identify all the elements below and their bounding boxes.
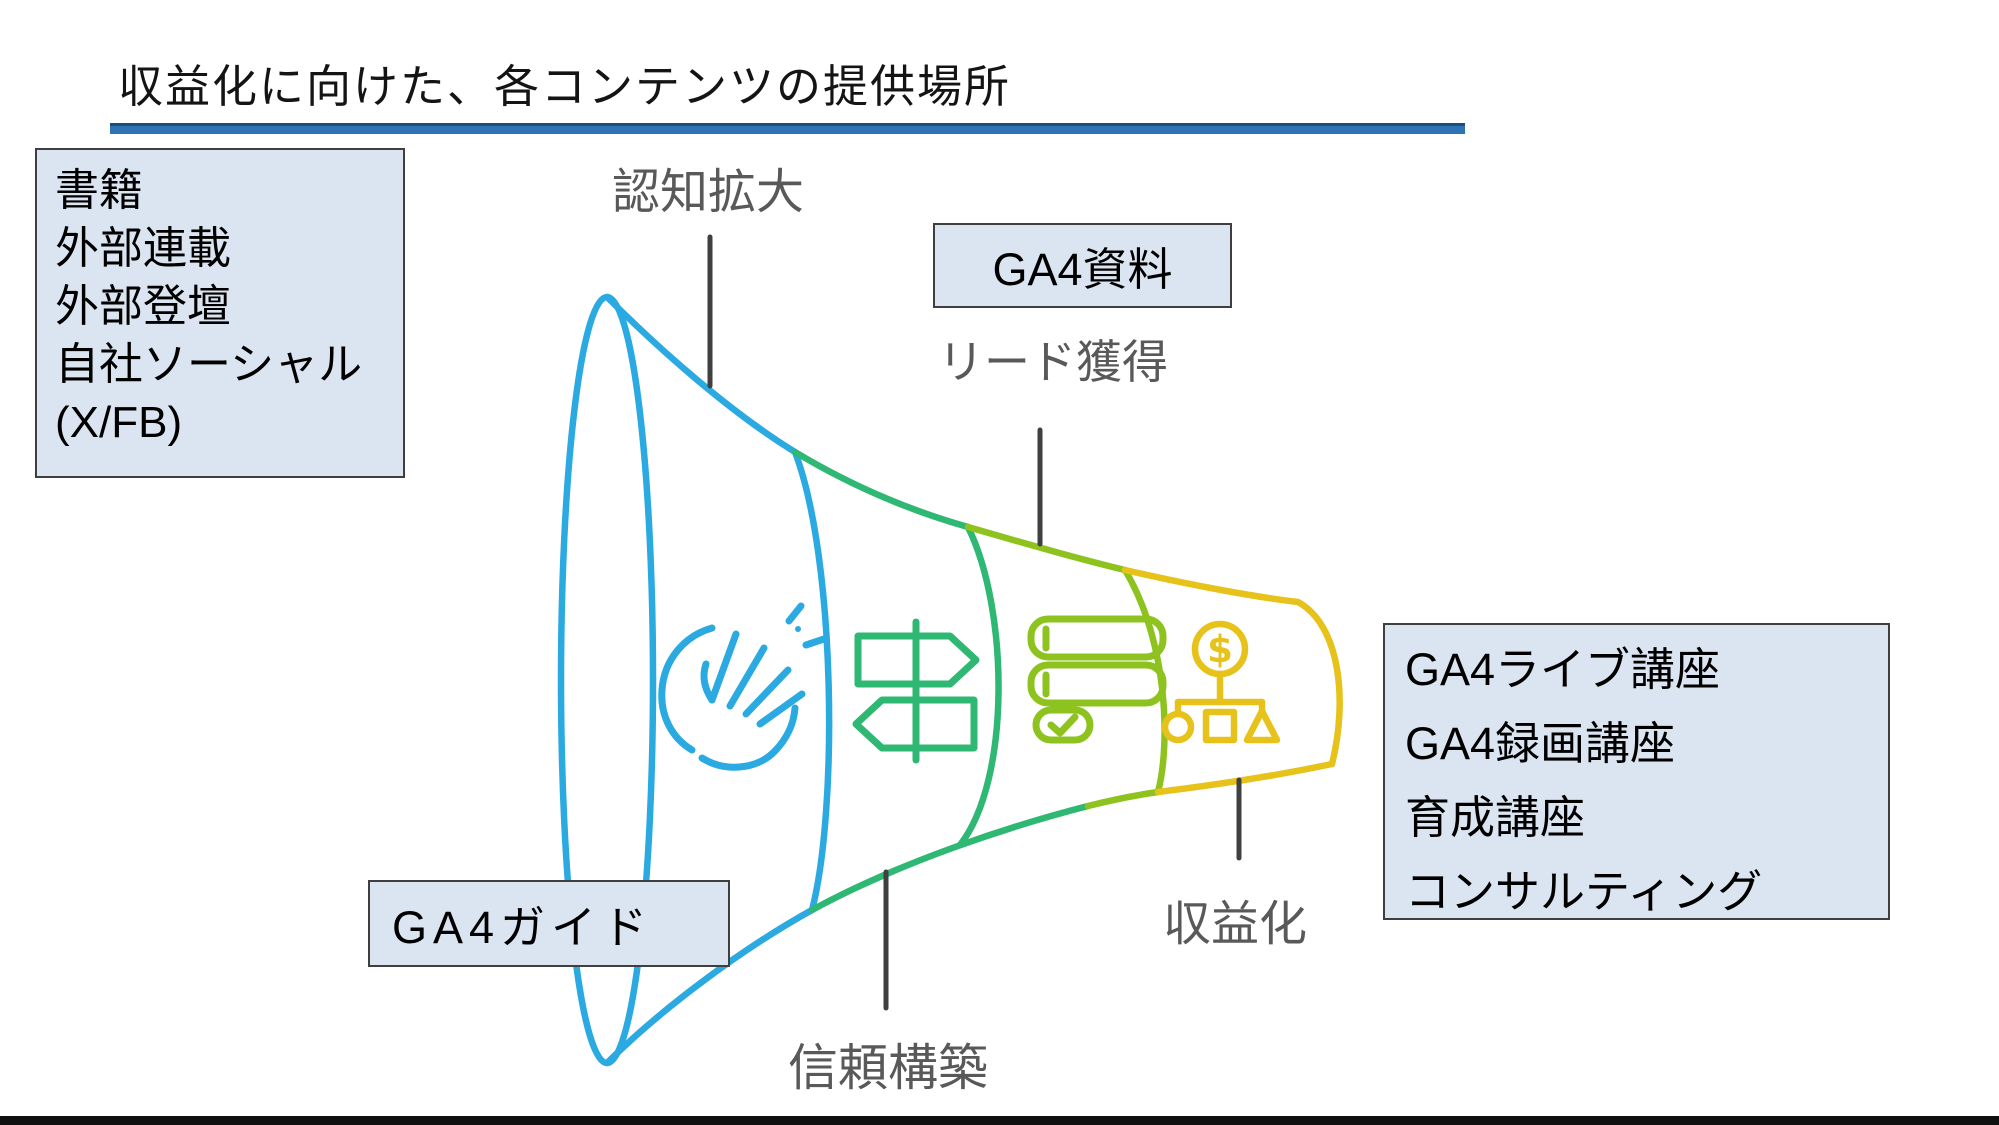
revenue-item: GA4録画講座 xyxy=(1405,718,1676,769)
awareness-item: 外部登壇 xyxy=(55,282,231,331)
trust-item: GA4ガイド xyxy=(392,902,654,953)
trust-content-box: GA4ガイド xyxy=(368,880,730,967)
title-underline xyxy=(110,123,1465,134)
signpost-icon xyxy=(852,618,980,764)
lead-item: GA4資料 xyxy=(992,244,1173,295)
awareness-item: 外部連載 xyxy=(55,224,231,273)
revenue-item: コンサルティング xyxy=(1405,866,1763,917)
funnel-divider-1 xyxy=(791,448,833,914)
revenue-content-box: GA4ライブ講座 GA4録画講座 育成講座 コンサルティング xyxy=(1383,623,1890,920)
stage-label-revenue: 収益化 xyxy=(1163,898,1308,951)
revenue-item: GA4ライブ講座 xyxy=(1405,644,1721,695)
awareness-item: 自社ソーシャル xyxy=(55,340,363,389)
clapping-hands-icon xyxy=(658,602,828,771)
funnel-stage-trust xyxy=(791,448,1092,914)
funnel-divider-3 xyxy=(1121,566,1168,796)
lead-content-box: GA4資料 xyxy=(933,223,1232,308)
bottom-edge-bar xyxy=(0,1116,1999,1125)
funnel-divider-2 xyxy=(956,523,1002,849)
page-title: 収益化に向けた、各コンテンツの提供場所 xyxy=(118,61,1012,112)
funnel-stage-revenue xyxy=(1121,566,1343,796)
awareness-content-box: 書籍 外部連載 外部登壇 自社ソーシャル (X/FB) xyxy=(35,148,405,478)
stage-label-trust: 信頼構築 xyxy=(788,1040,988,1096)
checklist-icon xyxy=(1027,615,1167,744)
stage-label-lead: リード獲得 xyxy=(938,336,1168,388)
label-connectors xyxy=(707,234,1242,1011)
dollar-sign: $ xyxy=(1207,628,1233,671)
awareness-item: (X/FB) xyxy=(55,398,183,447)
funnel-stage-awareness xyxy=(557,293,833,1067)
monetization-flow-icon: $ xyxy=(1161,620,1281,744)
stage-label-awareness: 認知拡大 xyxy=(612,166,805,219)
revenue-item: 育成講座 xyxy=(1405,792,1586,843)
awareness-item: 書籍 xyxy=(55,166,143,215)
